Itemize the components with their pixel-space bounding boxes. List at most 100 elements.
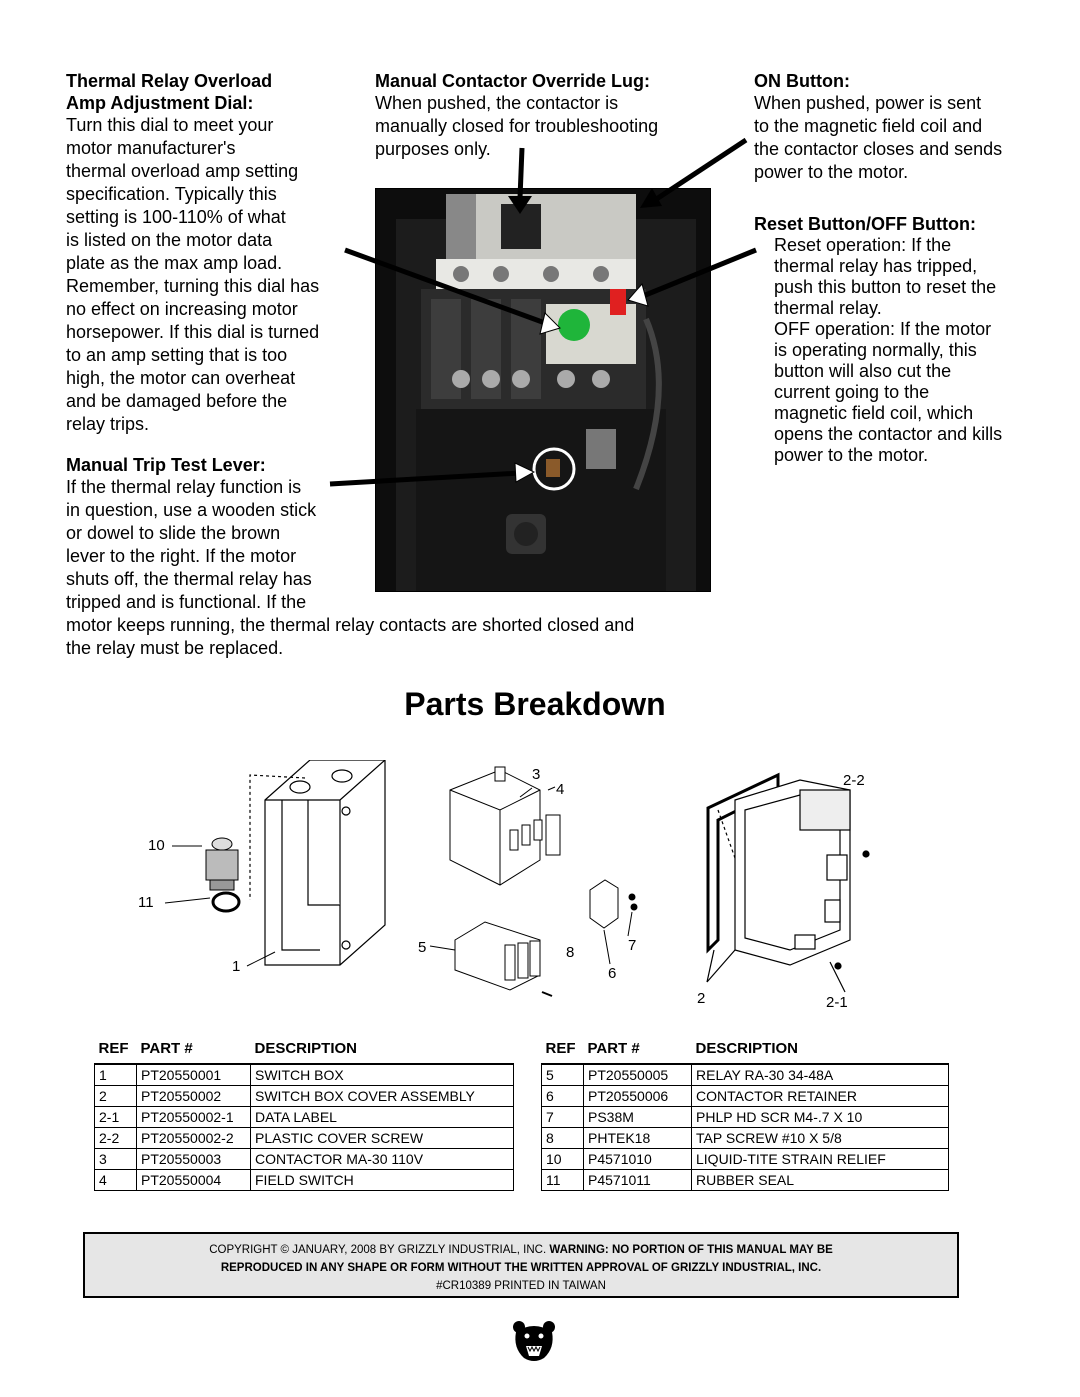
col-ref: REF — [541, 1040, 584, 1065]
relay-drawing — [429, 921, 553, 997]
override-arrow — [517, 147, 525, 199]
cell-ref: 11 — [541, 1169, 584, 1191]
cell-part: P4571010 — [583, 1148, 692, 1170]
cell-part: PT20550003 — [136, 1148, 251, 1170]
label-10: 10 — [148, 837, 165, 854]
col-ref: REF — [94, 1040, 137, 1065]
label-7: 7 — [628, 937, 636, 954]
cell-ref: 2-2 — [94, 1127, 137, 1149]
cell-part: PT20550005 — [583, 1063, 692, 1086]
cell-desc: CONTACTOR MA-30 110V — [250, 1148, 514, 1170]
cell-ref: 8 — [541, 1127, 584, 1149]
col-desc: DESCRIPTION — [250, 1040, 514, 1065]
cell-part: PT20550004 — [136, 1169, 251, 1191]
strain-relief-drawing — [164, 837, 276, 967]
cell-ref: 2-1 — [94, 1106, 137, 1128]
label-4: 4 — [556, 781, 564, 798]
override-lug-heading: Manual Contactor Override Lug: — [375, 71, 651, 91]
thermal-relay-callout: Thermal Relay Overload Amp Adjustment Di… — [66, 70, 319, 436]
on-button-heading: ON Button: — [754, 71, 850, 91]
grizzly-logo-icon — [513, 1321, 555, 1361]
callout-arrows — [329, 137, 757, 487]
label-2: 2 — [697, 990, 705, 1007]
cell-ref: 6 — [541, 1085, 584, 1107]
col-part: PART # — [136, 1040, 251, 1065]
reset-button-callout: Reset Button/OFF Button: Reset operation… — [754, 213, 1002, 466]
cell-ref: 10 — [541, 1148, 584, 1170]
trip-lever-callout: Manual Trip Test Lever: If the thermal r… — [66, 454, 634, 660]
cell-part: PT20550002 — [136, 1085, 251, 1107]
label-11: 11 — [138, 894, 154, 911]
cell-ref: 7 — [541, 1106, 584, 1128]
cover-assembly-drawing — [706, 772, 870, 993]
cell-desc: PHLP HD SCR M4-.7 X 10 — [691, 1106, 949, 1128]
trip-lever-arrow — [329, 470, 521, 487]
thermal-relay-heading: Thermal Relay Overload Amp Adjustment Di… — [66, 71, 273, 113]
cell-desc: DATA LABEL — [250, 1106, 514, 1128]
cell-desc: SWITCH BOX — [250, 1063, 514, 1086]
label-2-2: 2-2 — [843, 772, 865, 789]
cell-part: PHTEK18 — [583, 1127, 692, 1149]
col-desc: DESCRIPTION — [691, 1040, 949, 1065]
cell-desc: CONTACTOR RETAINER — [691, 1085, 949, 1107]
cell-part: PS38M — [583, 1106, 692, 1128]
trip-lever-heading: Manual Trip Test Lever: — [66, 455, 266, 475]
label-2-1: 2-1 — [826, 994, 848, 1010]
override-lug-body: When pushed, the contactor is manually c… — [375, 93, 659, 159]
section-title: Parts Breakdown — [404, 686, 666, 722]
label-1: 1 — [232, 958, 240, 975]
label-8: 8 — [566, 944, 574, 961]
cell-desc: PLASTIC COVER SCREW — [250, 1127, 514, 1149]
cell-desc: SWITCH BOX COVER ASSEMBLY — [250, 1085, 514, 1107]
cell-part: PT20550002-2 — [136, 1127, 251, 1149]
copyright-notice: COPYRIGHT © JANUARY, 2008 BY GRIZZLY IND… — [83, 1232, 959, 1298]
cell-part: PT20550002-1 — [136, 1106, 251, 1128]
cell-ref: 1 — [94, 1063, 137, 1086]
reset-button-heading: Reset Button/OFF Button: — [754, 214, 976, 234]
reset-arrow — [642, 247, 757, 299]
cell-part: P4571011 — [583, 1169, 692, 1191]
on-button-arrow — [653, 137, 748, 203]
cell-part: PT20550001 — [136, 1063, 251, 1086]
label-5: 5 — [418, 939, 426, 956]
override-lug-callout: Manual Contactor Override Lug: When push… — [375, 70, 658, 161]
dial-arrow — [344, 247, 546, 326]
cell-desc: LIQUID-TITE STRAIN RELIEF — [691, 1148, 949, 1170]
cell-ref: 5 — [541, 1063, 584, 1086]
retainer-drawing — [589, 879, 638, 965]
cell-desc: TAP SCREW #10 X 5/8 — [691, 1127, 949, 1149]
switch-box-photo — [375, 188, 711, 592]
col-part: PART # — [583, 1040, 692, 1065]
cell-ref: 2 — [94, 1085, 137, 1107]
cell-desc: FIELD SWITCH — [250, 1169, 514, 1191]
cell-desc: RUBBER SEAL — [691, 1169, 949, 1191]
switch-box-drawing — [249, 760, 386, 966]
parts-diagram: 10 11 1 3 4 5 8 7 6 2-2 2 2-1 — [138, 760, 870, 1010]
cell-part: PT20550006 — [583, 1085, 692, 1107]
cell-ref: 3 — [94, 1148, 137, 1170]
cell-desc: RELAY RA-30 34-48A — [691, 1063, 949, 1086]
cell-ref: 4 — [94, 1169, 137, 1191]
label-6: 6 — [608, 965, 616, 982]
contactor-drawing — [449, 766, 561, 886]
label-3: 3 — [532, 766, 540, 783]
